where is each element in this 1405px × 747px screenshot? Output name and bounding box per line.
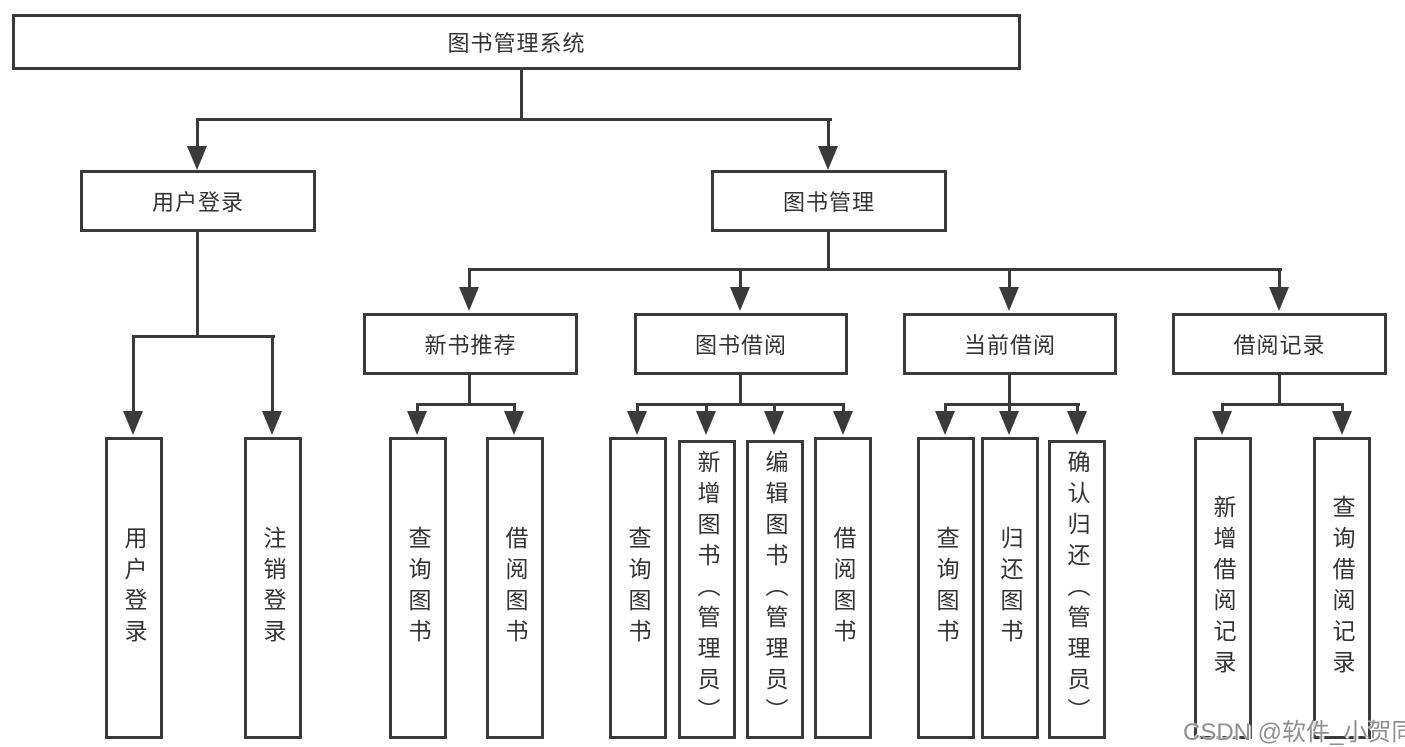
leaf-label: 新增图书（管理员） bbox=[694, 450, 720, 729]
connector-line bbox=[1008, 375, 1011, 406]
watermark: CSDN @软件_小贺同学 bbox=[1183, 719, 1405, 746]
arrowhead-down bbox=[696, 411, 716, 435]
arrowhead-down bbox=[818, 146, 838, 170]
arrowhead-down bbox=[1332, 411, 1352, 435]
connector-line bbox=[468, 268, 471, 290]
leaf-cb-return-books: 归还图书 bbox=[981, 437, 1039, 739]
connector-line bbox=[468, 268, 1282, 271]
arrowhead-down bbox=[1269, 287, 1289, 311]
leaf-label: 查询图书 bbox=[933, 526, 959, 650]
connector-line bbox=[271, 335, 274, 413]
arrowhead-down bbox=[730, 287, 750, 311]
connector-line bbox=[1221, 403, 1224, 415]
arrowhead-down bbox=[999, 287, 1019, 311]
connector-line bbox=[1221, 403, 1344, 406]
connector-line bbox=[132, 335, 275, 338]
node-new-book-recommend: 新书推荐 bbox=[363, 313, 578, 375]
connector-line bbox=[520, 70, 523, 120]
leaf-user-login: 用户登录 bbox=[105, 437, 163, 739]
arrowhead-down bbox=[504, 411, 524, 435]
leaf-br-query-record: 查询借阅记录 bbox=[1313, 437, 1371, 739]
leaf-label: 借阅图书 bbox=[830, 526, 856, 650]
leaf-bb-edit-book-admin: 编辑图书（管理员） bbox=[746, 440, 804, 739]
arrowhead-down bbox=[187, 146, 207, 170]
connector-line bbox=[636, 403, 639, 415]
leaf-label: 编辑图书（管理员） bbox=[762, 450, 788, 729]
leaf-bb-borrow-books: 借阅图书 bbox=[814, 437, 872, 739]
connector-line bbox=[944, 403, 947, 415]
arrowhead-down bbox=[1212, 411, 1232, 435]
connector-line bbox=[468, 375, 471, 406]
connector-line bbox=[827, 232, 830, 271]
connector-line bbox=[416, 403, 516, 406]
leaf-cb-query-books: 查询图书 bbox=[917, 437, 975, 739]
connector-line bbox=[1278, 268, 1281, 290]
node-book-borrowing: 图书借阅 bbox=[634, 313, 848, 375]
connector-line bbox=[739, 268, 742, 290]
connector-line bbox=[827, 118, 830, 150]
connector-line bbox=[196, 118, 199, 150]
leaf-label: 用户登录 bbox=[121, 526, 147, 650]
node-borrow-records: 借阅记录 bbox=[1172, 313, 1387, 375]
arrowhead-down bbox=[764, 411, 784, 435]
connector-line bbox=[1008, 268, 1011, 290]
connector-line bbox=[513, 403, 516, 415]
connector-line bbox=[842, 403, 845, 415]
leaf-nb-borrow-books: 借阅图书 bbox=[486, 437, 544, 739]
connector-line bbox=[196, 118, 832, 121]
connector-line bbox=[196, 232, 199, 338]
connector-line bbox=[132, 335, 135, 413]
connector-line bbox=[416, 403, 419, 415]
arrowhead-down bbox=[123, 411, 143, 435]
leaf-logout: 注销登录 bbox=[244, 437, 302, 739]
arrowhead-down bbox=[1067, 411, 1087, 435]
node-root: 图书管理系统 bbox=[12, 14, 1021, 70]
leaf-label: 确认归还（管理员） bbox=[1064, 450, 1090, 729]
arrowhead-down bbox=[999, 411, 1019, 435]
connector-line bbox=[636, 403, 845, 406]
leaf-label: 新增借阅记录 bbox=[1210, 495, 1236, 681]
node-book-management: 图书管理 bbox=[711, 170, 947, 232]
leaf-label: 查询图书 bbox=[625, 526, 651, 650]
node-user-login: 用户登录 bbox=[80, 170, 316, 232]
connector-line bbox=[1076, 403, 1079, 415]
leaf-bb-query-books: 查询图书 bbox=[609, 437, 667, 739]
arrowhead-down bbox=[407, 411, 427, 435]
node-current-borrowing: 当前借阅 bbox=[903, 313, 1117, 375]
leaf-label: 归还图书 bbox=[997, 526, 1023, 650]
arrowhead-down bbox=[459, 287, 479, 311]
connector-line bbox=[739, 375, 742, 406]
connector-line bbox=[1278, 375, 1281, 406]
leaf-bb-add-book-admin: 新增图书（管理员） bbox=[678, 440, 736, 739]
arrowhead-down bbox=[935, 411, 955, 435]
leaf-label: 注销登录 bbox=[260, 526, 286, 650]
leaf-label: 查询图书 bbox=[405, 526, 431, 650]
leaf-label: 查询借阅记录 bbox=[1329, 495, 1355, 681]
leaf-label: 借阅图书 bbox=[502, 526, 528, 650]
connector-line bbox=[944, 403, 1080, 406]
arrowhead-down bbox=[833, 411, 853, 435]
leaf-nb-query-books: 查询图书 bbox=[389, 437, 447, 739]
connector-line bbox=[1341, 403, 1344, 415]
arrowhead-down bbox=[627, 411, 647, 435]
connector-line bbox=[1008, 403, 1011, 415]
connector-line bbox=[705, 403, 708, 415]
leaf-br-add-record: 新增借阅记录 bbox=[1194, 437, 1252, 739]
arrowhead-down bbox=[262, 411, 282, 435]
connector-line bbox=[773, 403, 776, 415]
leaf-cb-confirm-return-admin: 确认归还（管理员） bbox=[1048, 440, 1106, 739]
